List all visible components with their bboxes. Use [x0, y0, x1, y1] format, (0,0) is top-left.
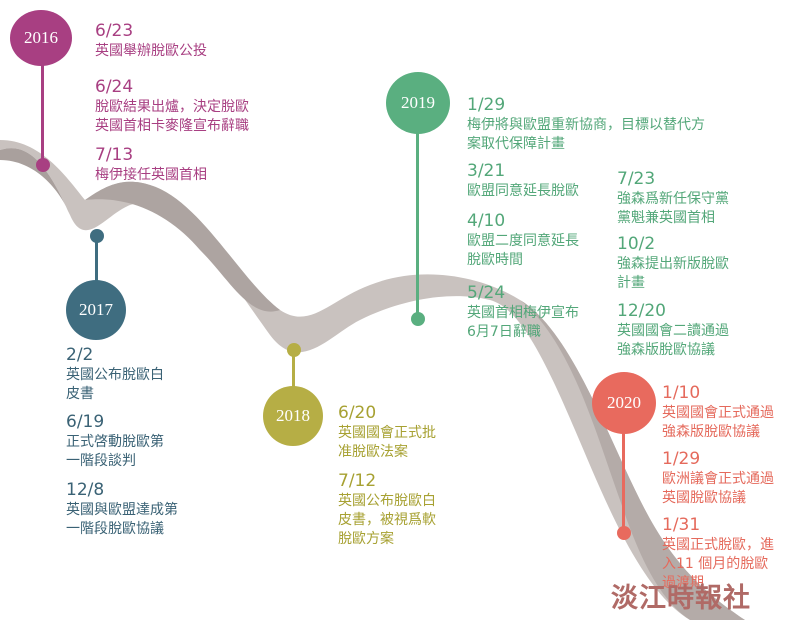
event-date: 2/2: [66, 345, 94, 365]
stem-2020: [622, 430, 625, 530]
event-date: 6/24: [95, 77, 134, 97]
event-date: 5/24: [467, 283, 506, 303]
event-2016-2: 7/13 梅伊接任英國首相: [95, 144, 207, 185]
event-text: 英國首相梅伊宣布: [467, 305, 579, 321]
event-text: 皮書，被視爲軟: [338, 512, 436, 528]
event-text: 英國與歐盟達成第: [66, 502, 178, 518]
event-text: 6月7日辭職: [467, 324, 541, 340]
dot-2019: [411, 312, 425, 326]
dot-2017: [90, 229, 104, 243]
event-2016-0: 6/23 英國舉辦脫歐公投: [95, 20, 207, 61]
dot-2018: [287, 343, 301, 357]
event-text: 正式啓動脫歐第: [66, 434, 164, 450]
event-2020-1: 1/29 歐洲議會正式通過 英國脫歐協議: [662, 448, 774, 508]
event-2017-1: 6/19 正式啓動脫歐第 一階段談判: [66, 411, 164, 471]
event-text: 歐盟二度同意延長: [467, 233, 579, 249]
event-date: 1/29: [662, 449, 701, 469]
stem-2017: [95, 240, 98, 285]
event-date: 7/12: [338, 471, 377, 491]
event-2020-0: 1/10 英國國會正式通過 強森版脫歐協議: [662, 382, 774, 442]
watermark: 淡江時報社: [611, 583, 751, 614]
event-text: 英國公布脫歐白: [338, 493, 436, 509]
event-2019-0: 1/29 梅伊將與歐盟重新協商，目標以替代方 案取代保障計畫: [467, 94, 705, 154]
event-2017-0: 2/2 英國公布脫歐白 皮書: [66, 344, 164, 404]
event-text: 梅伊接任英國首相: [95, 167, 207, 183]
event-date: 7/13: [95, 145, 134, 165]
event-date: 1/29: [467, 95, 506, 115]
event-2019-2: 4/10 歐盟二度同意延長 脫歐時間: [467, 210, 579, 270]
event-text: 英國首相卡麥隆宣布辭職: [95, 118, 249, 134]
year-circle-2020: 2020: [592, 372, 656, 434]
event-text: 強森版脫歐協議: [662, 424, 760, 440]
event-text: 強森爲新任保守黨: [617, 191, 729, 207]
event-text: 強森版脫歐協議: [617, 342, 715, 358]
event-text: 黨魁兼英國首相: [617, 210, 715, 226]
event-text: 皮書: [66, 386, 94, 402]
event-date: 7/23: [617, 169, 656, 189]
event-date: 1/31: [662, 515, 701, 535]
event-text: 英國脫歐協議: [662, 490, 746, 506]
event-2019-4: 7/23 強森爲新任保守黨 黨魁兼英國首相: [617, 168, 729, 228]
year-label-2020: 2020: [607, 393, 641, 412]
event-text: 英國國會正式批: [338, 425, 436, 441]
event-text: 英國公布脫歐白: [66, 367, 164, 383]
event-text: 英國舉辦脫歐公投: [95, 43, 207, 59]
event-text: 歐洲議會正式通過: [662, 471, 774, 487]
event-text: 一階段談判: [66, 453, 136, 469]
event-date: 12/20: [617, 301, 666, 321]
event-2017-2: 12/8 英國與歐盟達成第 一階段脫歐協議: [66, 479, 178, 539]
event-date: 6/19: [66, 412, 105, 432]
event-2016-1: 6/24 脫歐結果出爐，決定脫歐 英國首相卡麥隆宣布辭職: [95, 76, 249, 136]
event-text: 英國正式脫歐，進: [662, 537, 774, 553]
year-label-2016: 2016: [24, 28, 58, 47]
year-label-2017: 2017: [79, 300, 113, 319]
event-date: 6/20: [338, 403, 377, 423]
event-2020-2: 1/31 英國正式脫歐，進 入11 個月的脫歐 過渡期: [662, 514, 774, 593]
event-text: 強森提出新版脫歐: [617, 256, 729, 272]
stem-2019: [416, 130, 419, 316]
year-circle-2019: 2019: [386, 72, 450, 134]
event-text: 歐盟同意延長脫歐: [467, 183, 579, 199]
event-text: 案取代保障計畫: [467, 136, 565, 152]
event-date: 1/10: [662, 383, 701, 403]
event-date: 6/23: [95, 21, 134, 41]
event-date: 3/21: [467, 161, 506, 181]
event-text: 一階段脫歐協議: [66, 521, 164, 537]
event-text: 英國國會正式通過: [662, 405, 774, 421]
event-2019-6: 12/20 英國國會二讀通過 強森版脫歐協議: [617, 300, 729, 360]
event-text: 入11 個月的脫歐: [662, 556, 769, 572]
event-2019-1: 3/21 歐盟同意延長脫歐: [467, 160, 579, 201]
stem-2018: [292, 354, 295, 388]
event-date: 12/8: [66, 480, 105, 500]
dot-2016: [36, 158, 50, 172]
year-label-2018: 2018: [276, 406, 310, 425]
event-text: 脫歐方案: [338, 531, 394, 547]
dot-2020: [617, 526, 631, 540]
year-label-2019: 2019: [401, 93, 435, 112]
event-text: 計畫: [617, 275, 645, 291]
event-text: 過渡期: [662, 575, 704, 591]
year-circle-2017: 2017: [66, 280, 126, 340]
event-date: 4/10: [467, 211, 506, 231]
year-circle-2016: 2016: [10, 10, 72, 66]
event-date: 10/2: [617, 234, 656, 254]
stem-2016: [41, 62, 44, 162]
event-text: 脫歐時間: [467, 252, 523, 268]
event-2018-1: 7/12 英國公布脫歐白 皮書，被視爲軟 脫歐方案: [338, 470, 436, 549]
event-text: 准脫歐法案: [338, 444, 408, 460]
event-2019-3: 5/24 英國首相梅伊宣布 6月7日辭職: [467, 282, 579, 342]
event-text: 梅伊將與歐盟重新協商，目標以替代方: [467, 117, 705, 133]
event-text: 英國國會二讀通過: [617, 323, 729, 339]
event-text: 脫歐結果出爐，決定脫歐: [95, 99, 249, 115]
event-2018-0: 6/20 英國國會正式批 准脫歐法案: [338, 402, 436, 462]
event-2019-5: 10/2 強森提出新版脫歐 計畫: [617, 233, 729, 293]
year-circle-2018: 2018: [263, 386, 323, 446]
